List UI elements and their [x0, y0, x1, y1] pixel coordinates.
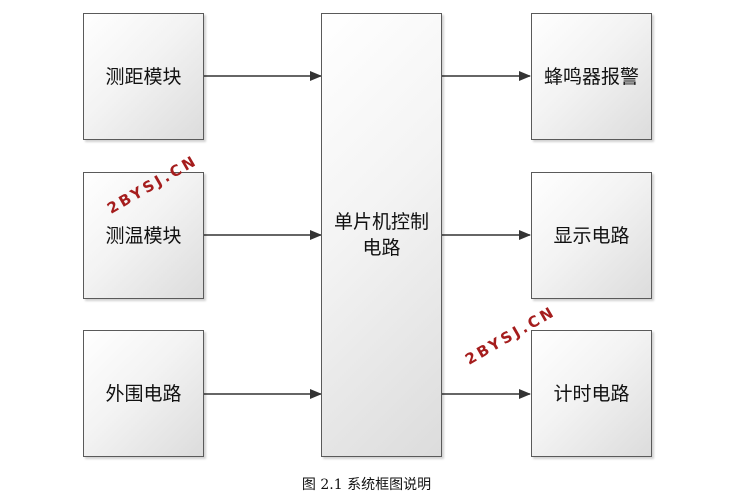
peripheral-circuit-box: 外围电路 [83, 330, 204, 457]
timer-circuit-box: 计时电路 [531, 330, 652, 457]
ranging-module-label: 测距模块 [105, 65, 182, 88]
temperature-module-box: 测温模块 [83, 172, 204, 299]
peripheral-circuit-label: 外围电路 [105, 382, 182, 405]
timer-circuit-label: 计时电路 [553, 382, 630, 405]
buzzer-alarm-label: 蜂鸣器报警 [543, 65, 639, 88]
display-circuit-box: 显示电路 [531, 172, 652, 299]
buzzer-alarm-box: 蜂鸣器报警 [531, 13, 652, 140]
figure-caption: 图 2.1 系统框图说明 [301, 477, 432, 493]
mcu-control-label: 单片机控制 电路 [333, 211, 429, 259]
display-circuit-label: 显示电路 [553, 224, 630, 247]
temperature-module-label: 测温模块 [105, 224, 182, 247]
ranging-module-box: 测距模块 [83, 13, 204, 140]
mcu-control-box: 单片机控制 电路 [321, 13, 442, 457]
